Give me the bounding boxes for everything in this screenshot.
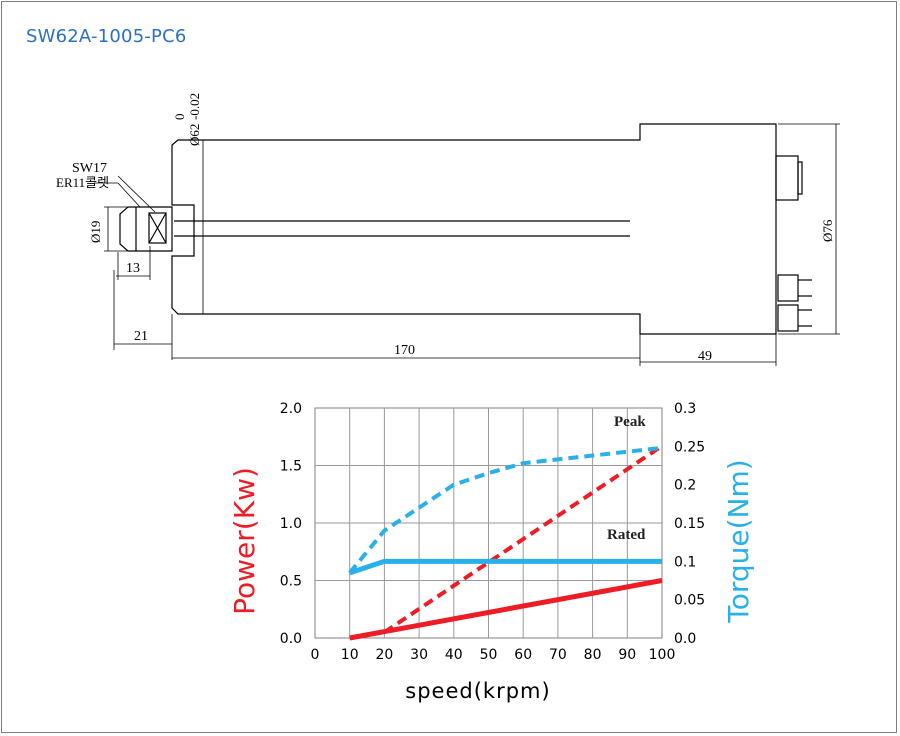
y2-tick-label: 0.0 (674, 631, 696, 647)
collet-nut (119, 206, 173, 252)
y-tick-label: 0.5 (280, 574, 302, 590)
chart-grid (314, 407, 663, 639)
y2-tick-label: 0.1 (674, 554, 696, 570)
x-tick-label: 10 (341, 647, 359, 663)
power-peak-line (383, 444, 664, 634)
dim-collet-dia: Ø19 (88, 221, 103, 243)
x-axis-label: speed(krpm) (405, 679, 550, 703)
x-tick-label: 80 (584, 647, 602, 663)
y-tick-label: 1.5 (280, 459, 302, 475)
x-tick-label: 20 (375, 647, 393, 663)
wrench-flat (148, 212, 167, 244)
dim-tol-lower: -0.02 (187, 93, 202, 120)
y-axis-label: Power(Kw) (228, 467, 261, 615)
y2-axis-label: Torque(Nm) (722, 459, 755, 623)
dim-body-dia: Ø62 (187, 124, 202, 146)
dim-front-len: 21 (134, 329, 148, 344)
x-tick-label: 50 (480, 647, 498, 663)
power-rated-line (349, 578, 663, 641)
rear-connector (775, 155, 799, 201)
label-collet: ER11콜렛 (56, 175, 109, 190)
dim-rear-len: 49 (698, 349, 712, 364)
spindle-body-outline (171, 123, 777, 335)
x-tick-label: 40 (445, 647, 463, 663)
annotation-rated: Rated (607, 527, 646, 543)
y2-tick-label: 0.25 (674, 439, 705, 455)
y-tick-label: 2.0 (280, 401, 302, 417)
x-tick-label: 90 (618, 647, 636, 663)
label-sw17: SW17 (72, 161, 107, 176)
dim-collet-len: 13 (126, 261, 140, 276)
air-fitting-2 (777, 304, 799, 332)
x-tick-label: 60 (514, 647, 532, 663)
y-tick-label: 1.0 (280, 516, 302, 532)
model-title: SW62A-1005-PC6 (26, 26, 187, 47)
y2-tick-label: 0.05 (674, 593, 705, 609)
y-tick-label: 0.0 (280, 631, 302, 647)
y2-tick-label: 0.3 (674, 401, 696, 417)
x-tick-label: 100 (649, 647, 676, 663)
dim-rear-dia: Ø76 (820, 219, 835, 242)
air-fitting-1 (777, 274, 799, 302)
y2-tick-label: 0.2 (674, 478, 696, 494)
spindle-drawing: SW17 ER11콜렛 Ø19 Ø62 0 -0.02 Ø76 13 21 17… (56, 93, 840, 366)
torque-peak-line (348, 445, 663, 575)
chart-lines (348, 444, 664, 641)
x-tick-label: 30 (410, 647, 428, 663)
annotation-peak: Peak (614, 414, 646, 430)
y2-tick-label: 0.15 (674, 516, 705, 532)
dim-body-len: 170 (394, 343, 415, 358)
torque-rated-line (348, 558, 662, 576)
x-tick-label: 0 (311, 647, 320, 663)
dim-tol-upper: 0 (172, 114, 187, 121)
x-tick-label: 70 (549, 647, 567, 663)
